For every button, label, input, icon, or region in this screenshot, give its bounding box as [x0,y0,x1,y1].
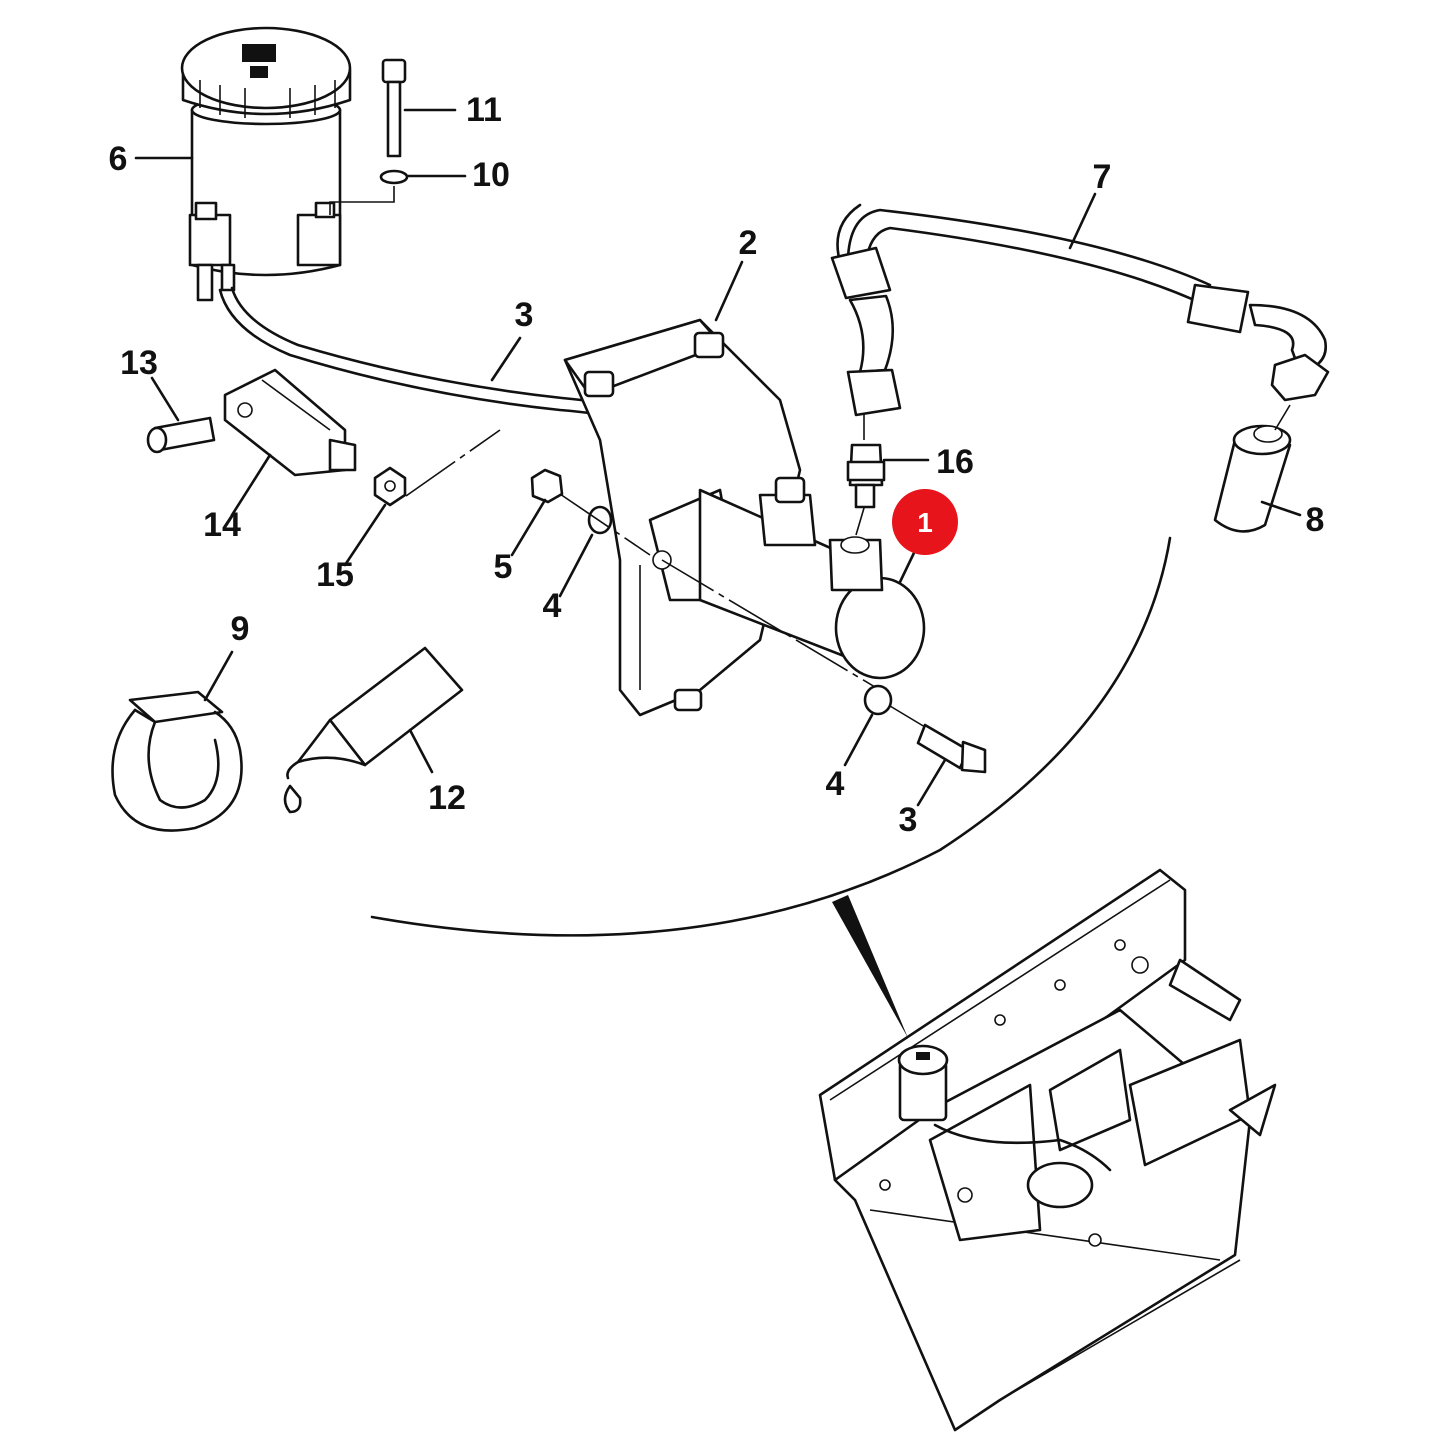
switch-part-8 [1213,424,1292,533]
reservoir-part [180,26,352,302]
callout-3-hose: 3 [515,296,534,334]
callout-15: 15 [316,556,354,594]
callout-2: 2 [739,224,758,262]
washer-part-4-top [587,505,613,535]
inset-machine-view [818,868,1277,1432]
callout-4-bottom: 4 [826,765,845,803]
magnification-arc [370,536,1172,937]
inset-pointer [832,895,908,1038]
callout-5: 5 [494,548,513,586]
washer-part-4-bottom [863,684,893,716]
nut-part-5 [530,468,564,504]
callout-16: 16 [936,443,974,481]
callout-4-top: 4 [543,587,562,625]
clevis-part-14 [223,368,357,477]
callout-10: 10 [472,156,510,194]
callout-7: 7 [1093,158,1112,196]
callout-12: 12 [428,779,466,817]
master-cylinder-part [648,476,926,680]
bolt-part-3 [916,723,987,774]
adapter-part-16 [846,443,886,509]
callout-9: 9 [231,610,250,648]
callout-3-bolt: 3 [899,801,918,839]
callout-11: 11 [466,91,502,129]
pin-part-13 [146,416,216,454]
callout-14: 14 [203,506,241,544]
callout-6: 6 [109,140,128,178]
bolt-part-11 [381,58,407,158]
callout-13: 13 [120,344,158,382]
highlight-marker [892,489,958,555]
washer-part-10 [379,169,409,185]
adhesive-tube-part-12 [283,646,464,814]
callout-8: 8 [1306,501,1325,539]
nut-part-15 [373,466,407,507]
clamp-part-9 [111,690,243,832]
highlight-label: 1 [917,507,933,538]
pipe-part-7 [830,203,1330,417]
